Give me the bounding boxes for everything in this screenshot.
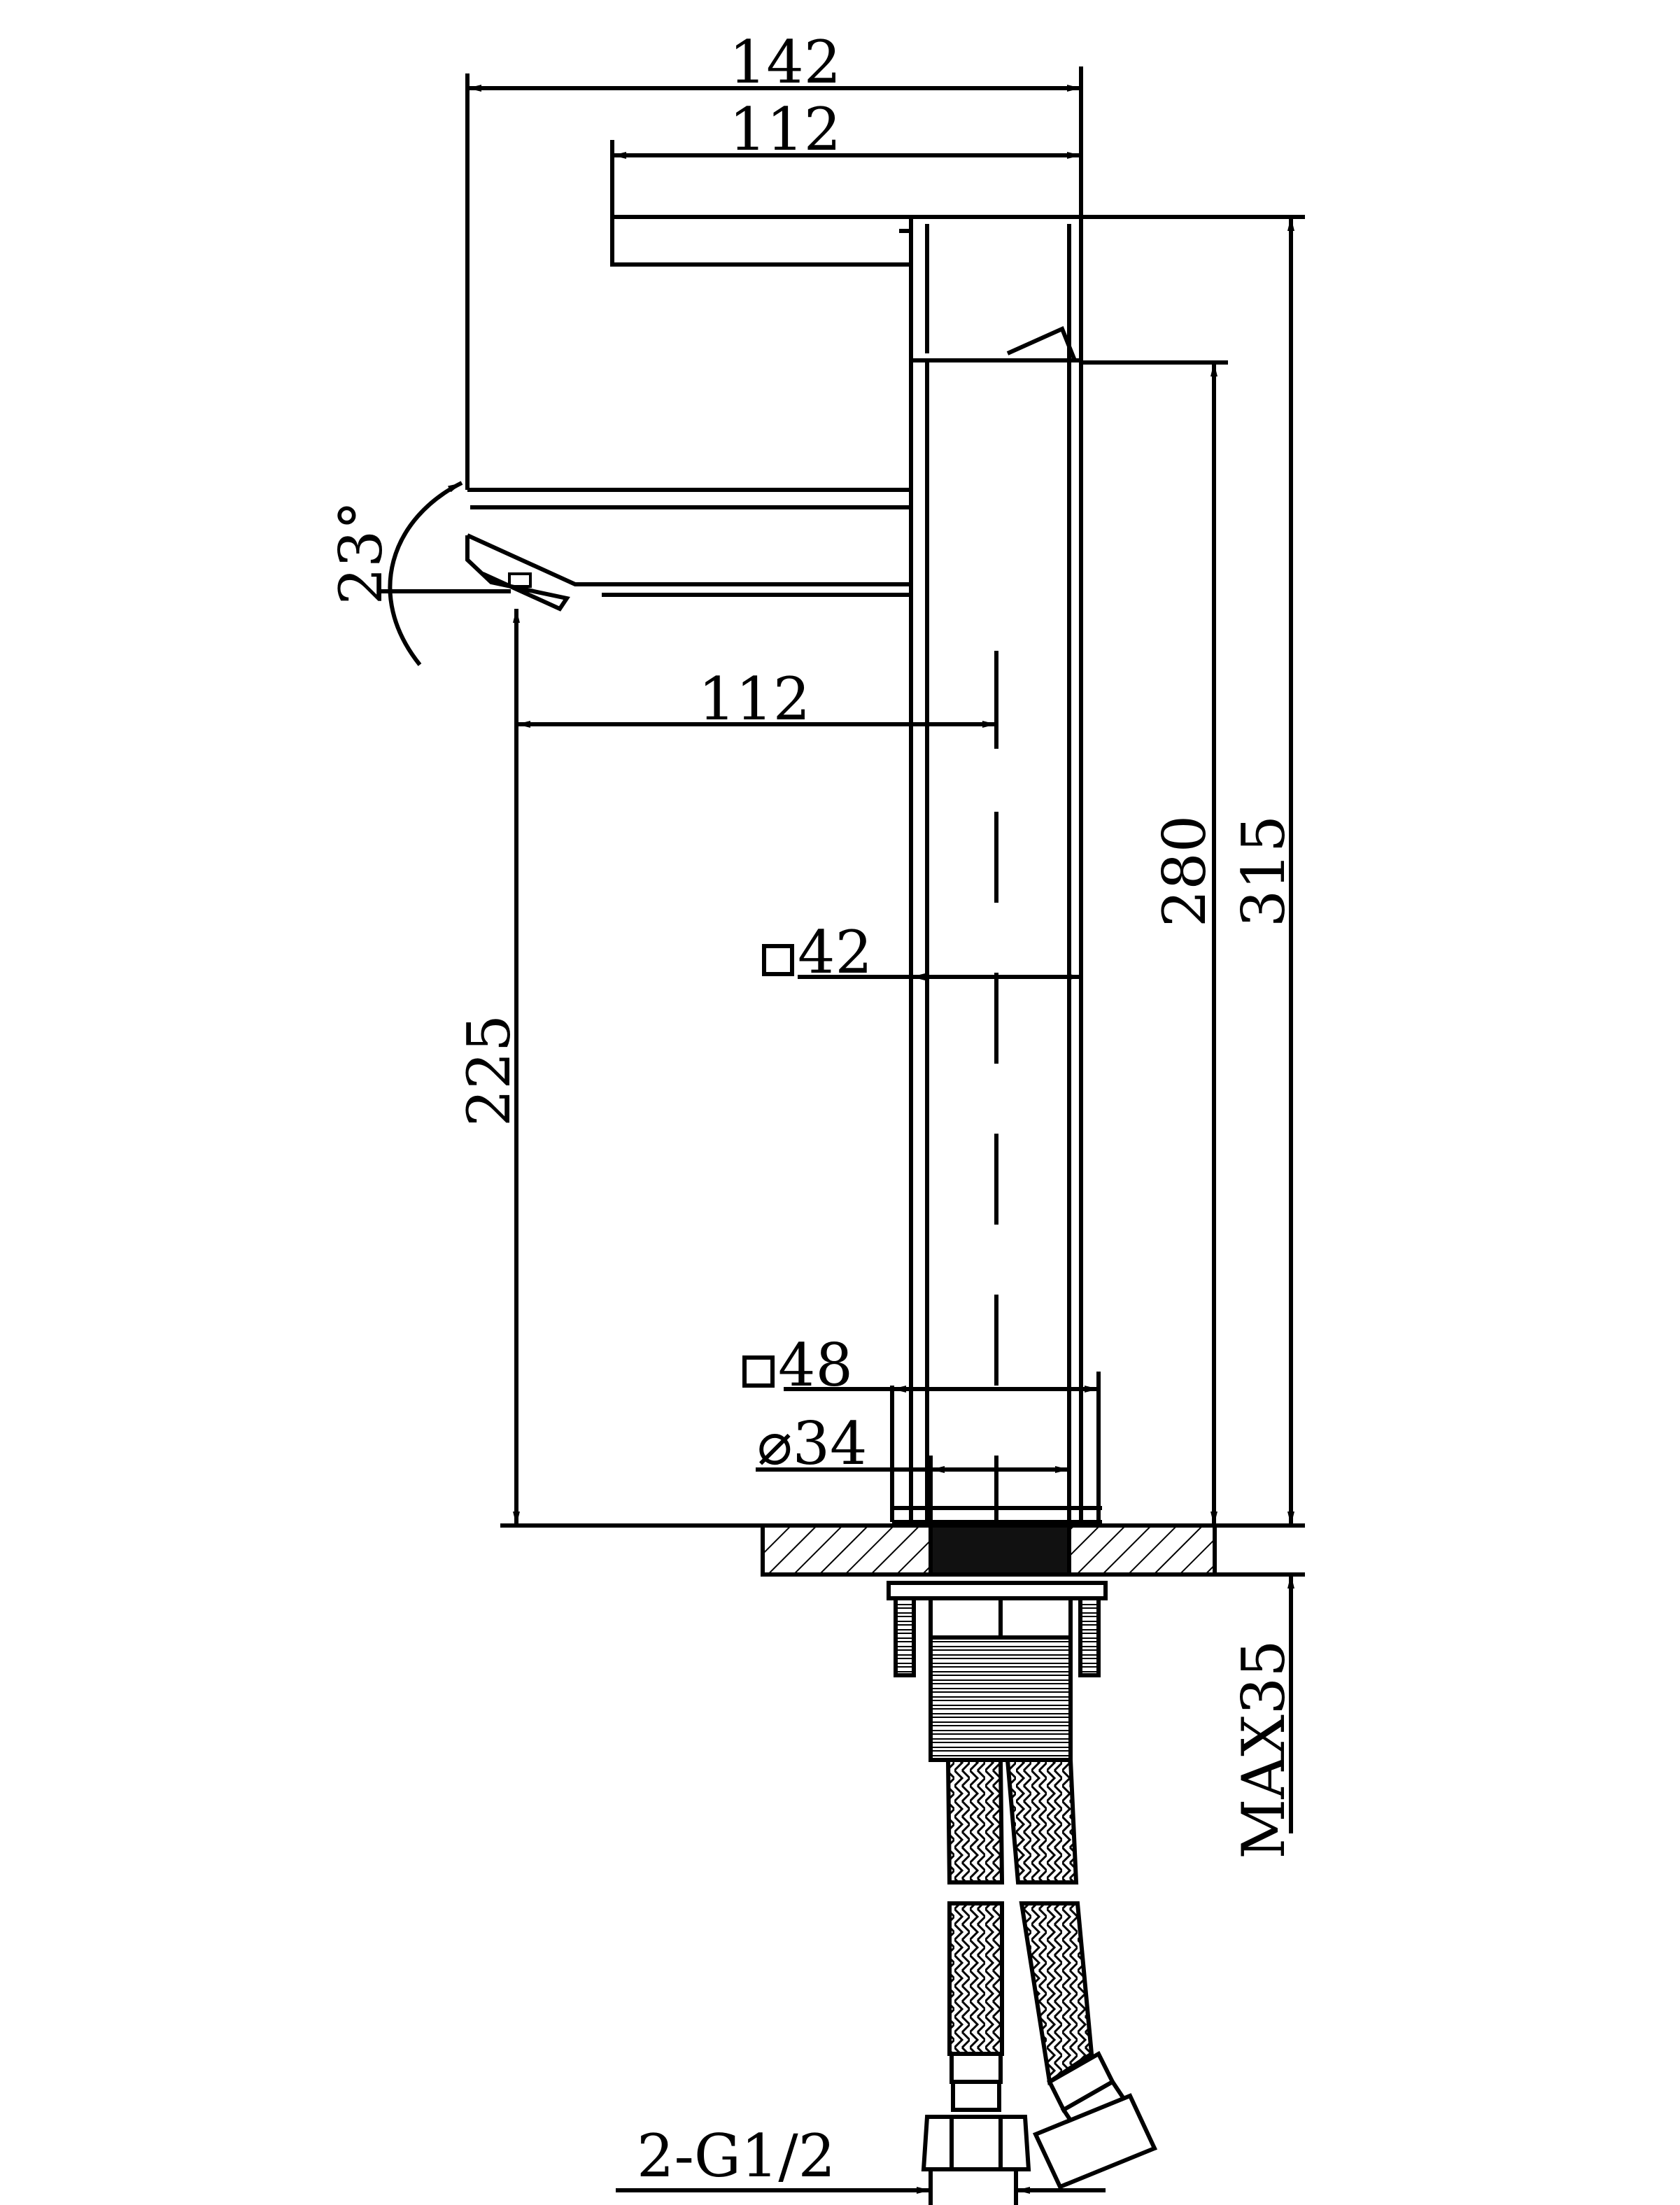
dim-base-square: 48 xyxy=(778,1331,853,1400)
dim-shank-diameter: ⌀34 xyxy=(757,1409,867,1478)
countertop-section xyxy=(500,1523,1305,1577)
dimension-lines xyxy=(378,66,1305,2205)
dim-spout-tilt-angle: 23° xyxy=(327,501,395,605)
dim-spout-height: 225 xyxy=(455,1015,523,1127)
mounting-hardware xyxy=(887,1581,1108,1762)
dim-hose-connections: 2-G1/2 xyxy=(637,2122,835,2190)
square-symbol-48 xyxy=(742,1355,775,1388)
dim-max-deck-thickness: MAX35 xyxy=(1229,1640,1298,1859)
lever-handle xyxy=(610,215,911,267)
dim-spout-reach: 112 xyxy=(698,665,810,733)
braided-hoses xyxy=(921,1758,1158,2190)
handle-cap xyxy=(909,215,1083,362)
dim-overall-width: 142 xyxy=(729,28,841,97)
dim-body-height: 280 xyxy=(1150,815,1219,927)
dim-lever-length: 112 xyxy=(729,95,841,164)
spout xyxy=(466,488,913,597)
dim-overall-height: 315 xyxy=(1229,815,1298,927)
square-symbol-42 xyxy=(762,944,794,976)
dim-body-square: 42 xyxy=(798,918,873,987)
faucet-body xyxy=(465,215,1102,1524)
